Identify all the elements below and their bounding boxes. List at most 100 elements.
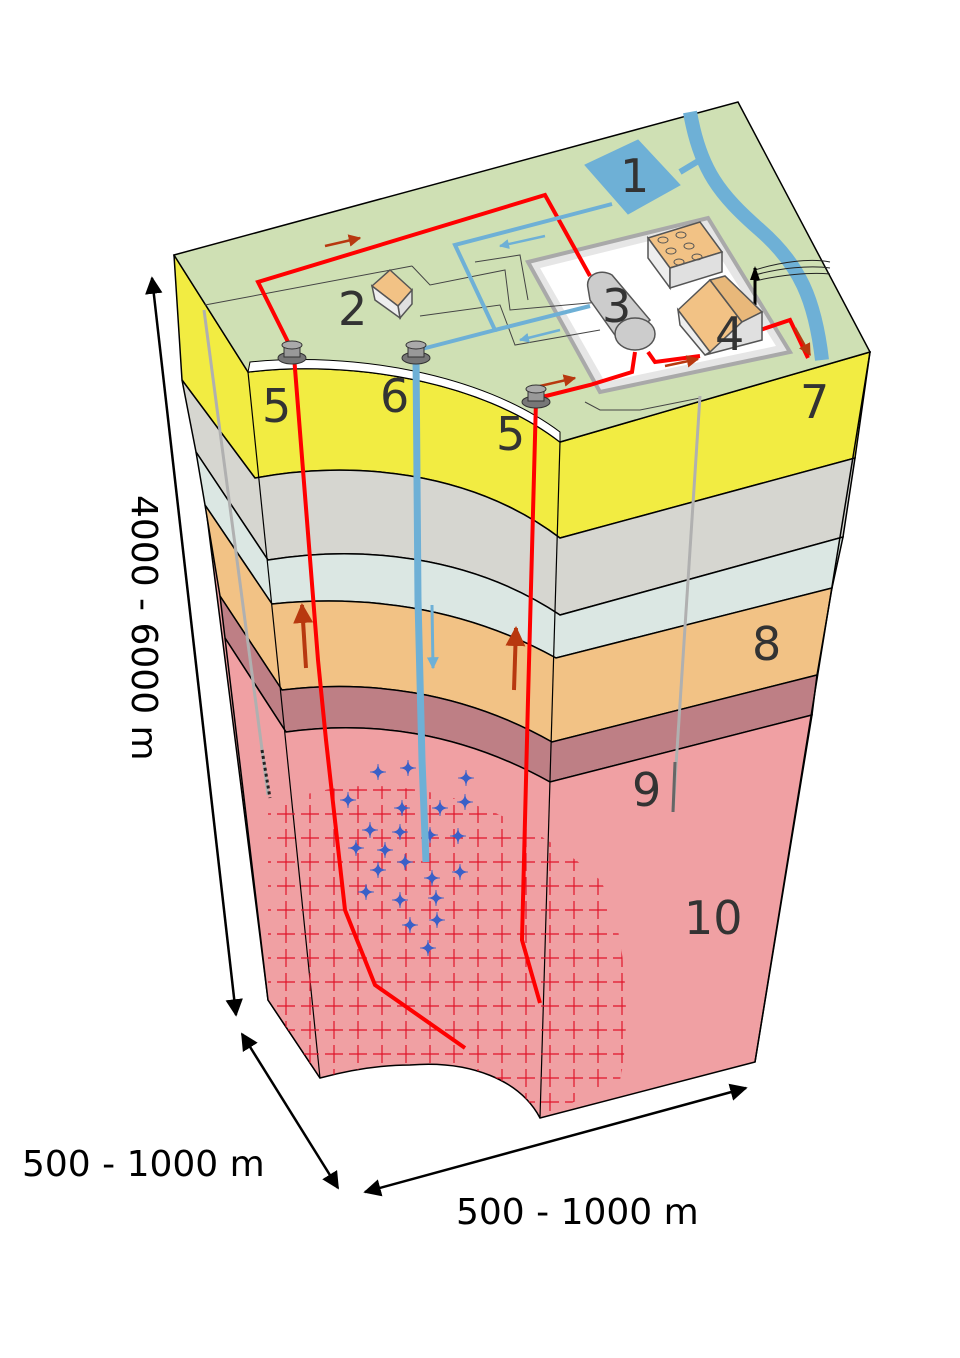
fracture-mark (277, 973, 295, 991)
fracture-mark (421, 1069, 439, 1087)
wellhead-6 (401, 340, 431, 365)
fracture-mark (493, 1045, 511, 1063)
stimulated-fracture-mark (369, 861, 387, 879)
fracture-mark (421, 1093, 439, 1111)
fracture-mark (397, 1069, 415, 1087)
fracture-mark (421, 901, 439, 919)
wellhead-5-right (521, 384, 551, 409)
fracture-mark (517, 925, 535, 943)
stimulated-fracture-mark (449, 827, 467, 845)
label-2: 2 (338, 282, 367, 336)
callout-labels: 1 2 3 4 5 6 5 7 8 9 10 (262, 149, 829, 945)
stimulated-fracture-mark (401, 916, 419, 934)
fracture-mark (349, 1069, 367, 1087)
fracture-mark (349, 853, 367, 871)
fracture-mark (301, 877, 319, 895)
dimension-width-left: 500 - 1000 m (22, 1032, 340, 1190)
fracture-mark (349, 973, 367, 991)
fracture-mark (445, 997, 463, 1015)
stimulated-fracture-mark (396, 853, 414, 871)
fracture-mark (445, 973, 463, 991)
stimulated-fracture-mark (451, 863, 469, 881)
stimulated-fracture-mark (361, 821, 379, 839)
fracture-mark (445, 1021, 463, 1039)
cooling-tower-block (646, 221, 724, 291)
fracture-mark (493, 949, 511, 967)
fracture-mark (517, 997, 535, 1015)
fracture-mark (325, 901, 343, 919)
fracture-mark (277, 1045, 295, 1063)
fracture-mark (469, 1093, 487, 1111)
fracture-mark (373, 785, 391, 799)
fracture-mark (301, 973, 319, 991)
stimulated-fracture-mark (419, 939, 437, 957)
fracture-mark (397, 785, 415, 799)
fracture-mark (349, 829, 367, 847)
fracture-mark (277, 901, 295, 919)
fracture-mark (469, 901, 487, 919)
fracture-mark (277, 1069, 295, 1087)
label-6: 6 (380, 369, 409, 423)
fracture-mark (349, 1093, 367, 1111)
fracture-mark (565, 997, 583, 1015)
fracture-mark (325, 973, 343, 991)
fracture-mark (373, 1045, 391, 1063)
fracture-mark (277, 853, 295, 871)
fracture-mark (397, 949, 415, 967)
fracture-mark (493, 829, 511, 847)
fracture-mark (517, 1021, 535, 1039)
fracture-mark (349, 785, 367, 799)
fracture-mark (421, 925, 439, 943)
label-4: 4 (715, 307, 744, 361)
fracture-mark (613, 1021, 626, 1039)
fracture-mark (469, 853, 487, 871)
width-right-label: 500 - 1000 m (456, 1192, 699, 1233)
fracture-mark (421, 973, 439, 991)
fracture-mark (421, 997, 439, 1015)
fracture-mark (541, 901, 559, 919)
fracture-mark (541, 877, 559, 895)
fracture-mark (277, 805, 295, 823)
production-well-left (292, 355, 467, 1050)
fracture-mark (445, 1093, 463, 1111)
fracture-mark (565, 877, 583, 895)
fracture-mark (277, 925, 295, 943)
fracture-mark (373, 925, 391, 943)
width-left-label: 500 - 1000 m (22, 1144, 265, 1185)
stimulated-fracture-mark (423, 869, 441, 887)
monitoring-well-9 (671, 395, 702, 813)
label-5-right: 5 (496, 407, 525, 461)
power-house-4 (676, 275, 764, 356)
fracture-mark (421, 949, 439, 967)
fracture-mark (397, 973, 415, 991)
fracture-mark (277, 877, 295, 895)
fracture-mark (421, 1045, 439, 1063)
fracture-mark (541, 973, 559, 991)
fracture-mark (373, 1069, 391, 1087)
fracture-mark (469, 949, 487, 967)
fracture-mark (445, 925, 463, 943)
fracture-mark (301, 805, 319, 823)
fracture-mark (565, 925, 583, 943)
stimulated-fracture-mark (339, 791, 357, 809)
fracture-mark (325, 997, 343, 1015)
fracture-mark (469, 1021, 487, 1039)
fracture-mark (589, 949, 607, 967)
fracture-mark (445, 949, 463, 967)
stimulated-fracture-mark (376, 841, 394, 859)
fracture-mark (301, 1093, 319, 1111)
fracture-mark (301, 853, 319, 871)
fracture-mark (301, 925, 319, 943)
fracture-mark (565, 973, 583, 991)
depth-label: 4000 - 6000 m (123, 495, 164, 761)
fracture-mark (565, 1045, 583, 1063)
fracture-mark (373, 877, 391, 895)
stimulated-fracture-mark (347, 839, 365, 857)
fracture-mark (349, 1045, 367, 1063)
stimulated-fracture-mark (428, 911, 446, 929)
fracture-mark (469, 997, 487, 1015)
fracture-mark (565, 949, 583, 967)
stimulated-fracture-mark (457, 769, 475, 787)
stimulated-fracture-mark (357, 883, 375, 901)
fracture-mark (373, 1021, 391, 1039)
